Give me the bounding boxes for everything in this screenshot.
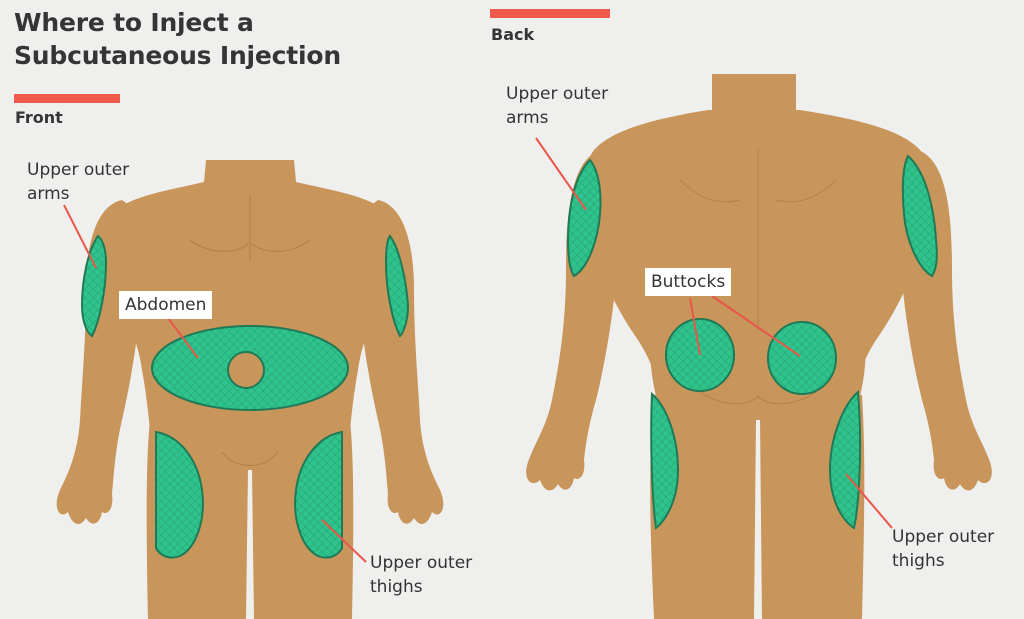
back-label-buttocks: Buttocks [645, 268, 732, 296]
front-label-thighs: Upper outer thighs [370, 553, 473, 597]
page-title: Where to Inject a Subcutaneous Injection [14, 6, 341, 72]
front-zone-right-thigh [294, 430, 343, 559]
front-zone-right-arm [384, 234, 410, 338]
front-zone-left-arm [80, 234, 108, 338]
title-line-1: Where to Inject a [14, 8, 254, 37]
back-figure [526, 74, 992, 619]
back-zone-left-thigh [650, 391, 680, 530]
back-legs [650, 395, 865, 619]
front-navel-exclusion [227, 351, 265, 389]
front-label-arms: Upper outer arms [27, 160, 130, 204]
back-thighs-leader [845, 473, 893, 529]
back-zone-right-buttock [767, 321, 837, 395]
back-label-thighs: Upper outer thighs [892, 527, 995, 571]
back-heading: Back [491, 25, 535, 44]
front-thighs-leader [321, 519, 367, 563]
front-heading: Front [15, 108, 63, 127]
front-arms-leader [63, 204, 97, 269]
title-line-2: Subcutaneous Injection [14, 41, 341, 70]
back-label-arms: Upper outer arms [506, 84, 609, 128]
back-accent-bar [490, 9, 610, 18]
back-zone-right-thigh [828, 389, 862, 530]
front-accent-bar [14, 94, 120, 103]
back-arms-leader [535, 137, 587, 211]
front-abdomen-leader [167, 317, 199, 359]
front-label-abdomen: Abdomen [119, 291, 213, 319]
back-zone-right-arm [901, 154, 938, 278]
back-buttocks-leader-left [689, 297, 701, 356]
back-buttocks-leader-right [711, 295, 801, 357]
front-figure [56, 160, 444, 619]
back-zone-left-arm [566, 158, 602, 278]
front-zone-left-thigh [155, 430, 204, 559]
